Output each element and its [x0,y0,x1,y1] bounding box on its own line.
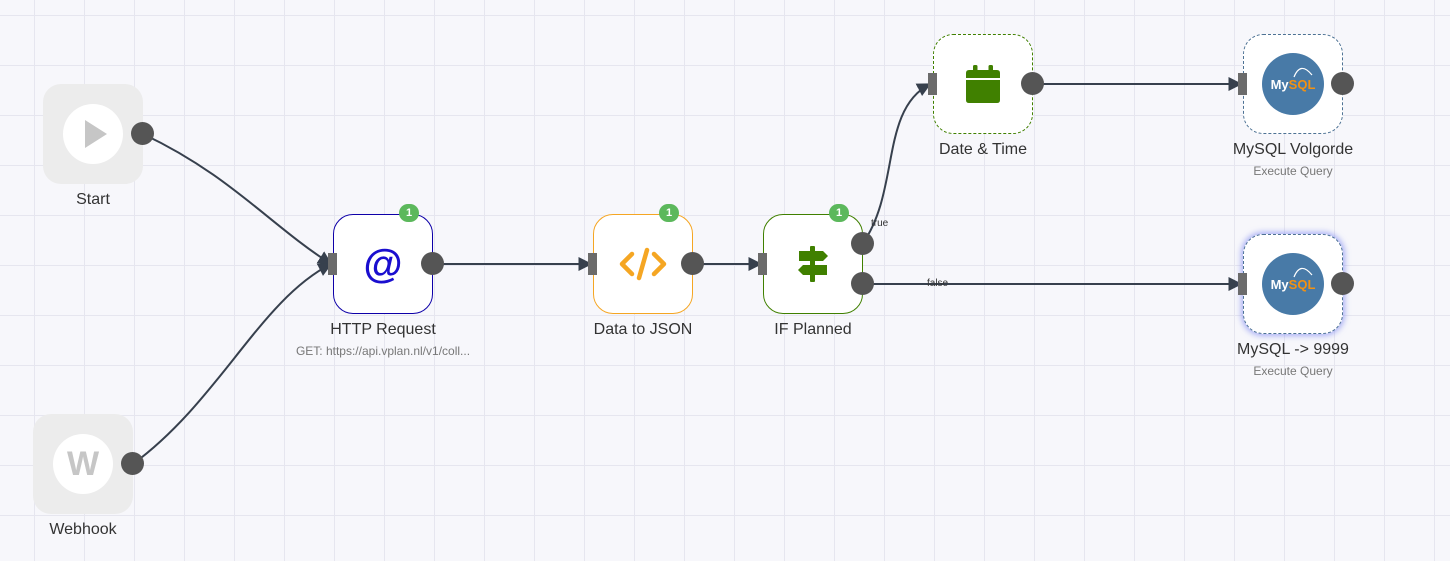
edge-start-http[interactable] [142,133,333,265]
signpost-icon [798,246,828,282]
webhook-icon: W [53,434,113,494]
date-time-label: Date & Time [938,141,1028,158]
webhook-output-port[interactable] [121,452,144,475]
calendar-icon [966,65,1000,103]
edge-if-true-date[interactable] [862,83,932,244]
http-request-output-port[interactable] [421,252,444,275]
mysql-9999-output-port[interactable] [1331,272,1354,295]
http-request-node[interactable]: @ [333,214,433,314]
at-icon: @ [363,241,403,286]
http-request-badge: 1 [399,204,419,222]
start-output-port[interactable] [131,122,154,145]
if-planned-true-port[interactable] [851,232,874,255]
mysql-9999-label: MySQL -> 9999 [1237,341,1349,358]
data-to-json-output-port[interactable] [681,252,704,275]
data-to-json-input-port[interactable] [588,253,597,275]
if-planned-false-port[interactable] [851,272,874,295]
mysql-9999-subtitle: Execute Query [1253,364,1333,378]
http-request-input-port[interactable] [328,253,337,275]
mysql-volgorde-output-port[interactable] [1331,72,1354,95]
if-planned-node[interactable] [763,214,863,314]
mysql-volgorde-subtitle: Execute Query [1253,164,1333,178]
http-request-label: HTTP Request [330,321,436,338]
mysql-volgorde-input-port[interactable] [1238,73,1247,95]
edge-label-true: true [871,218,889,229]
data-to-json-badge: 1 [659,204,679,222]
start-node-label: Start [76,191,110,208]
date-time-node[interactable] [933,34,1033,134]
data-to-json-label: Data to JSON [593,321,693,338]
code-icon [619,247,667,281]
http-request-subtitle: GET: https://api.vplan.nl/v1/coll... [295,344,471,358]
if-planned-label: IF Planned [774,321,852,338]
data-to-json-node[interactable] [593,214,693,314]
mysql-volgorde-label: MySQL Volgorde [1232,141,1354,158]
date-time-input-port[interactable] [928,73,937,95]
if-planned-badge: 1 [829,204,849,222]
play-icon [63,104,123,164]
edge-label-false: false [927,278,949,289]
edge-webhook-http[interactable] [132,263,333,465]
webhook-node[interactable]: W [33,414,133,514]
if-planned-input-port[interactable] [758,253,767,275]
mysql-9999-input-port[interactable] [1238,273,1247,295]
webhook-node-label: Webhook [49,521,117,538]
date-time-output-port[interactable] [1021,72,1044,95]
start-node[interactable] [43,84,143,184]
